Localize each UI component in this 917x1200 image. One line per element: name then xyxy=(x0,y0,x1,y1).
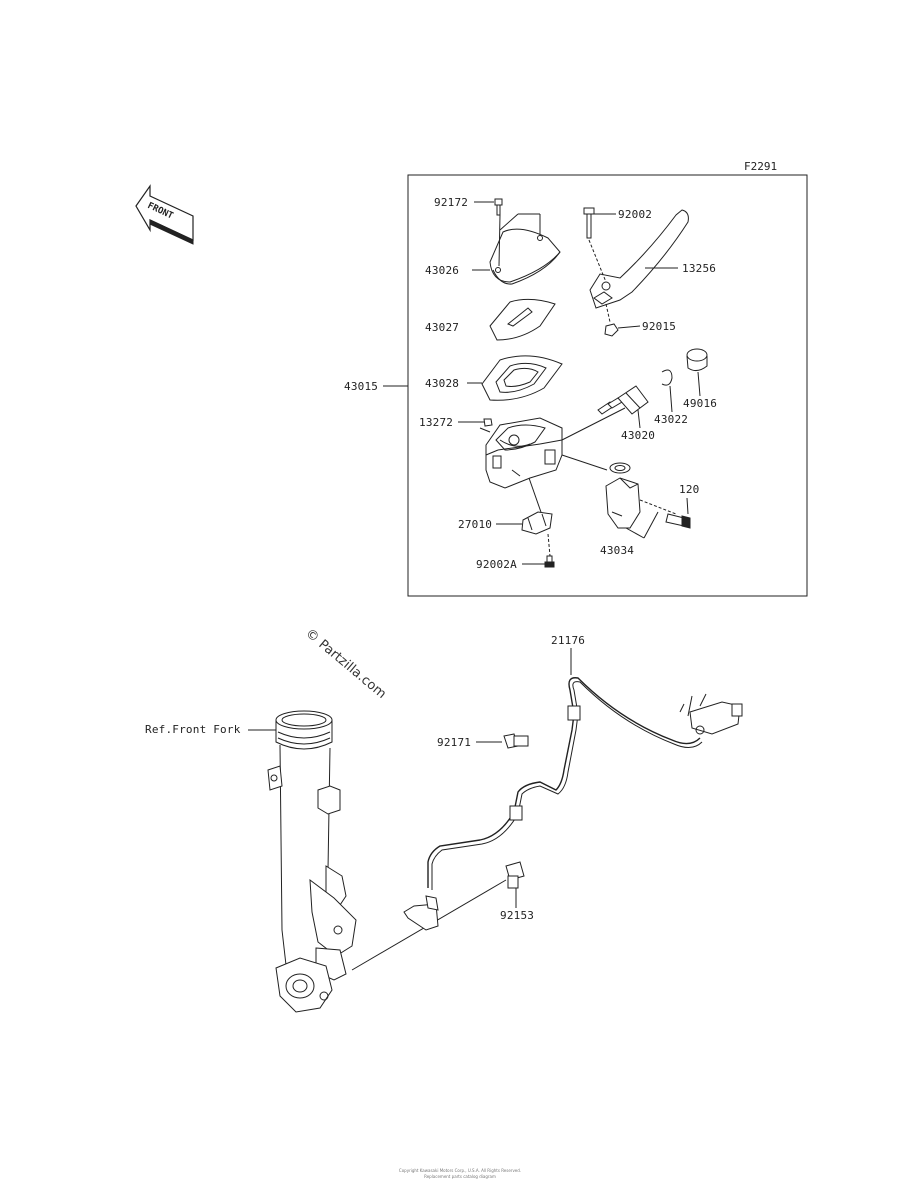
circlip-43022 xyxy=(661,369,673,413)
part-label-43034: 43034 xyxy=(600,544,635,557)
footer-line-2: Replacement parts catalog diagram xyxy=(424,1174,496,1179)
part-label-92002: 92002 xyxy=(618,208,653,221)
master-cylinder-body xyxy=(485,407,626,516)
part-label-21176: 21176 xyxy=(551,634,586,647)
diaphragm-plate-43027 xyxy=(489,298,556,341)
part-label-13272: 13272 xyxy=(419,416,454,429)
front-arrow-icon xyxy=(135,184,194,245)
part-label-27010: 27010 xyxy=(458,518,493,531)
screw-13272 xyxy=(458,418,493,433)
part-label-92153: 92153 xyxy=(500,909,535,922)
bolt-92172 xyxy=(474,198,503,216)
ref-front-fork-label: Ref.Front Fork xyxy=(145,723,241,736)
part-label-43027: 43027 xyxy=(425,321,460,334)
brake-hose-21176 xyxy=(403,648,743,931)
part-label-13256: 13256 xyxy=(682,262,717,275)
brake-lever-13256 xyxy=(589,209,689,309)
piston-assembly-43020 xyxy=(597,385,649,429)
part-label-92002A: 92002A xyxy=(476,558,517,571)
reservoir-cap-43026 xyxy=(472,213,561,285)
bolt-92002 xyxy=(583,207,616,283)
part-label-49016: 49016 xyxy=(683,397,718,410)
part-label-43015: 43015 xyxy=(344,380,379,393)
boot-49016 xyxy=(686,348,708,397)
inset-frame xyxy=(407,174,808,597)
bolt-92171 xyxy=(476,733,529,749)
bolt-92153 xyxy=(505,861,525,908)
diaphragm-43028 xyxy=(467,355,563,401)
figure-code: F2291 xyxy=(744,160,778,173)
part-label-92015: 92015 xyxy=(642,320,677,333)
footer-line-1: Copyright Kawasaki Motors Corp., U.S.A. … xyxy=(398,1168,522,1173)
bolt-92002A xyxy=(522,533,555,568)
part-label-43020: 43020 xyxy=(621,429,656,442)
holder-clamp-43034 xyxy=(605,462,659,539)
bolt-120 xyxy=(639,497,691,529)
front-fork-leg xyxy=(248,710,507,1013)
part-label-43022: 43022 xyxy=(654,413,689,426)
bracket-27010 xyxy=(496,511,553,535)
nut-92015 xyxy=(604,303,641,337)
part-label-43028: 43028 xyxy=(425,377,460,390)
part-label-120: 120 xyxy=(679,483,700,496)
part-label-43026: 43026 xyxy=(425,264,460,277)
part-label-92171: 92171 xyxy=(437,736,472,749)
part-label-92172: 92172 xyxy=(434,196,469,209)
